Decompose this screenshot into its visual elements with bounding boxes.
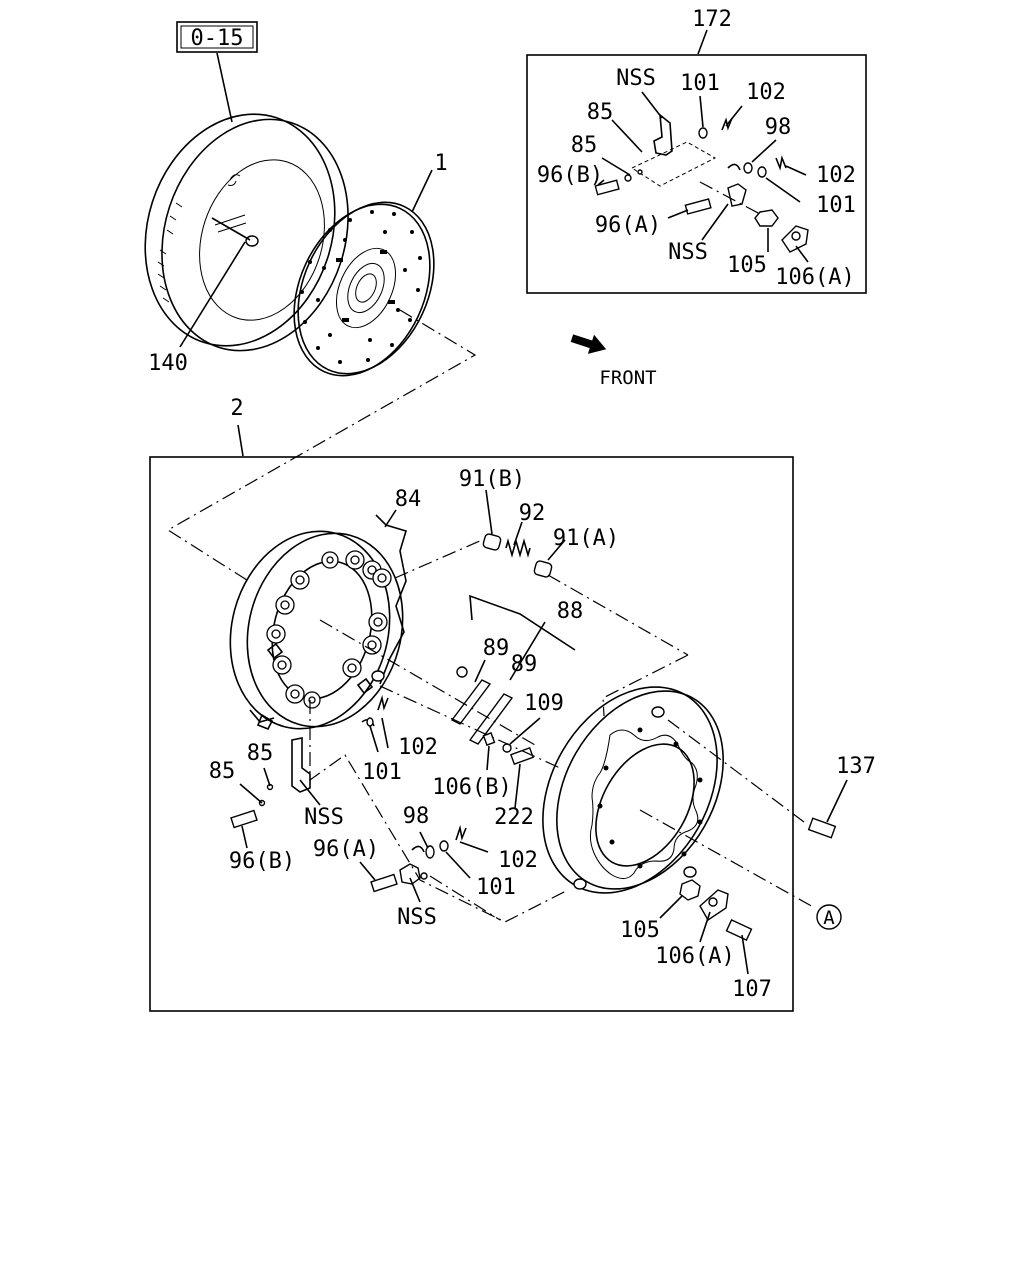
label-107: 107: [732, 977, 772, 1002]
label-222: 222: [494, 805, 534, 830]
label-106a: 106(A): [655, 944, 734, 969]
label-91b: 91(B): [459, 467, 525, 492]
lever-assembly: [230, 694, 467, 893]
label-109: 109: [524, 691, 564, 716]
label-98: 98: [403, 804, 430, 829]
label-inset-101-a: 101: [680, 71, 720, 96]
label-inset-102-a: 102: [746, 80, 786, 105]
reference-circle-a-label: A: [823, 907, 835, 929]
label-85-a: 85: [247, 741, 274, 766]
label-102-b: 102: [498, 848, 538, 873]
plate-fasteners: [679, 817, 837, 942]
label-92: 92: [519, 501, 546, 526]
label-2: 2: [230, 396, 243, 421]
front-label: FRONT: [599, 367, 656, 389]
label-106b: 106(B): [432, 775, 511, 800]
inset-lever-assembly: [594, 113, 809, 253]
label-89-b: 89: [511, 652, 538, 677]
label-96a: 96(A): [313, 837, 379, 862]
label-inset-102-b: 102: [816, 163, 856, 188]
label-inset-105: 105: [727, 253, 767, 278]
label-inset-nss-2: NSS: [668, 240, 708, 265]
label-85-b: 85: [209, 759, 236, 784]
label-inset-96a: 96(A): [595, 213, 661, 238]
pressure-plate-cover: [229, 514, 407, 731]
label-inset-101-b: 101: [816, 193, 856, 218]
label-101-b: 101: [476, 875, 516, 900]
clutch-disc: [293, 201, 435, 377]
spring-assembly: [482, 533, 553, 578]
label-101-a: 101: [362, 760, 402, 785]
label-91a: 91(A): [553, 526, 619, 551]
label-84: 84: [395, 487, 422, 512]
label-inset-106a: 106(A): [775, 265, 854, 290]
label-nss-low: NSS: [397, 905, 437, 930]
label-96b: 96(B): [229, 849, 295, 874]
main-leaders: [239, 489, 848, 975]
inset-leaders: [597, 91, 809, 263]
label-89-a: 89: [483, 636, 510, 661]
label-inset-85-a: 85: [587, 100, 614, 125]
label-inset-nss-1: NSS: [616, 66, 656, 91]
assembly-link-line: [166, 309, 477, 583]
leader-140: [179, 241, 246, 348]
main-assembly-lines: [309, 539, 816, 923]
leader-1: [411, 169, 433, 213]
label-172: 172: [692, 7, 732, 32]
reference-box: 0-15: [176, 21, 258, 123]
label-137: 137: [836, 754, 876, 779]
part-labels: 172 1 140 2 NSS 101 102 85 98 85 96(B) 1…: [148, 7, 876, 1002]
label-inset-98: 98: [765, 115, 792, 140]
label-102-a: 102: [398, 735, 438, 760]
label-105: 105: [620, 918, 660, 943]
label-nss-mid: NSS: [304, 805, 344, 830]
label-88: 88: [557, 599, 584, 624]
reference-circle-a: [816, 904, 842, 930]
main-assembly-box: [149, 456, 794, 1012]
label-140: 140: [148, 351, 188, 376]
label-1: 1: [434, 151, 447, 176]
flywheel: [144, 113, 349, 352]
label-inset-96b: 96(B): [537, 163, 603, 188]
leader-2: [237, 424, 244, 457]
leader-172: [697, 29, 708, 55]
front-arrow-icon: [570, 334, 607, 354]
inset-box-172: [526, 54, 867, 294]
label-inset-85-b: 85: [571, 133, 598, 158]
reference-box-label: 0-15: [191, 26, 244, 51]
pressure-plate-ring: [542, 686, 724, 894]
